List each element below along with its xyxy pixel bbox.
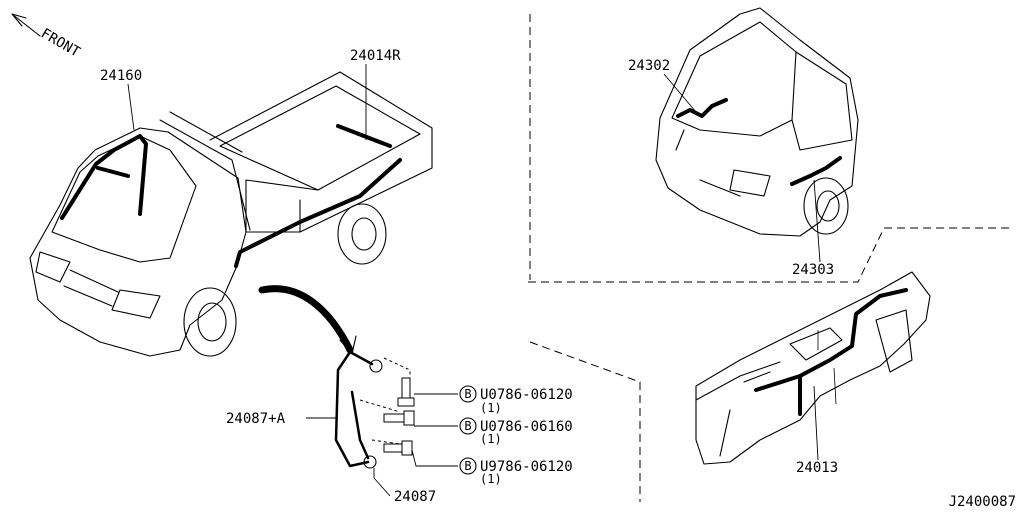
part-label-24160: 24160 [100,68,142,84]
bolt-2-code: U0786-06160 [480,419,573,435]
section-dividers [528,14,1012,502]
bolt-callout-2: B U0786-06160 (1) [459,417,573,446]
bolt-1-qty: (1) [480,401,502,415]
part-label-24014r: 24014R [350,48,401,64]
cab-front-illustration [655,7,859,237]
dashboard-illustration [695,271,931,465]
bolt-3-mark: B [464,459,471,473]
part-label-24087a: 24087+A [226,411,286,427]
part-label-24302: 24302 [628,58,670,74]
bolt-1-code: U0786-06120 [480,387,573,403]
part-label-24087: 24087 [394,489,436,505]
diagram-id: J2400087 [949,494,1016,510]
part-label-24303: 24303 [792,262,834,278]
bolt-2-icon [383,410,415,426]
part-label-24013: 24013 [796,460,838,476]
bolt-2-qty: (1) [480,432,502,446]
bolt-2-mark: B [464,419,471,433]
front-label: FRONT [38,26,83,61]
bolt-3-qty: (1) [480,472,502,486]
bolt-callout-3: B U9786-06120 (1) [459,457,573,486]
truck-illustration [29,71,433,357]
part-leader-lines [127,64,821,497]
bolt-3-icon [383,440,413,456]
bolt-1-mark: B [464,387,471,401]
front-arrow-icon [11,13,41,37]
bolt-1-icon [397,377,415,407]
bolt-callout-1: B U0786-06120 (1) [459,385,573,415]
bolt-leader-lines [411,393,458,467]
bolt-3-code: U9786-06120 [480,459,573,475]
